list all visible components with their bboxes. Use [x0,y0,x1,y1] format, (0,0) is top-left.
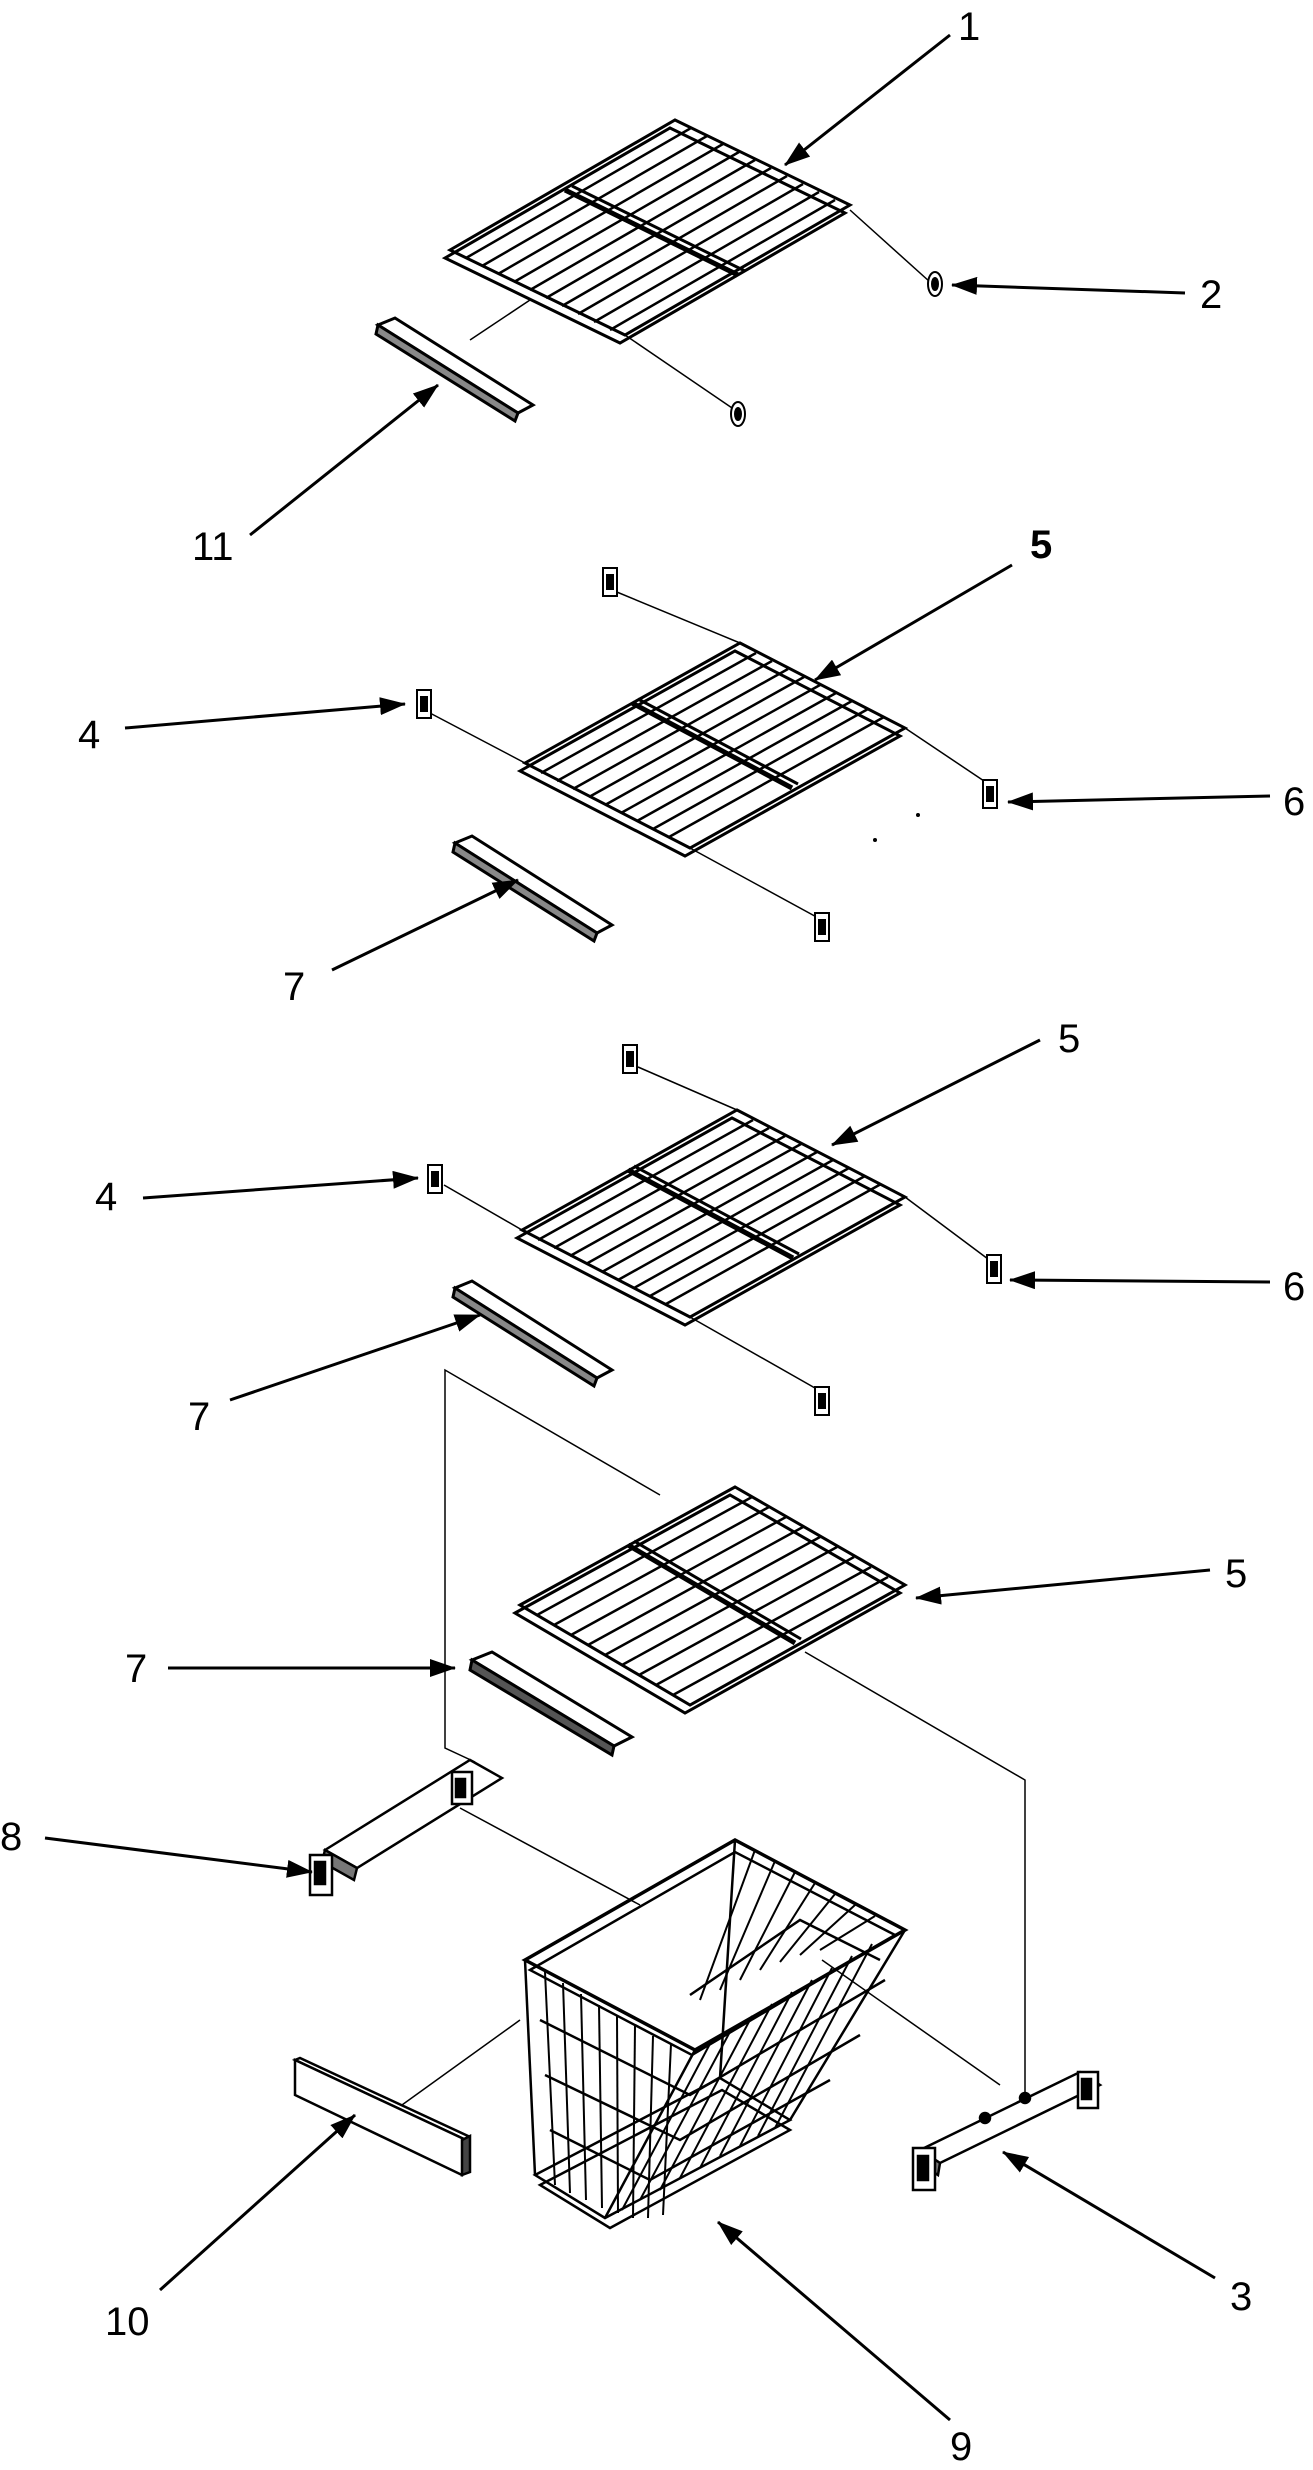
callout-9: 9 [950,2425,972,2469]
callout-10: 10 [105,2300,150,2344]
callout-6-upper: 6 [1283,780,1305,824]
arrow-2 [951,276,1186,295]
shelf-trim-7-lower [468,1650,636,1758]
assembly-outline [369,1368,1026,2129]
arrow-11 [249,383,439,537]
basket-slide-8 [308,1758,505,1897]
arrow-5c [915,1568,1211,1605]
arrow-9 [717,2220,951,2422]
shelf-5-middle-guide-lines [443,1066,993,1393]
arrow-3 [1002,2150,1216,2280]
shelf-support-4-6-middle [427,1044,1002,1416]
arrow-5a [814,563,1013,682]
shelf-5-upper [516,641,909,858]
arrow-7a [331,878,519,972]
callout-3: 3 [1230,2275,1252,2319]
arrow-6b [1009,1271,1271,1290]
callout-1: 1 [958,5,980,49]
stray-dots [873,813,920,842]
shelf-trim-7-upper [451,834,615,944]
shelf-5-lower [511,1485,909,1715]
callout-8: 8 [0,1815,22,1859]
callout-11: 11 [192,525,234,569]
shelf-5-middle [513,1108,909,1327]
callout-4-middle: 4 [95,1175,117,1219]
callout-5-middle: 5 [1058,1017,1080,1061]
arrow-7b [229,1313,481,1402]
arrow-4b [142,1170,419,1200]
basket-slide-3 [911,2070,1103,2192]
callout-arrows [44,33,1271,2422]
arrow-10 [158,2113,357,2292]
shelf-clip-2 [730,271,943,427]
callout-5-lower: 5 [1225,1552,1247,1596]
callout-5-upper: 5 [1030,523,1052,567]
shelf-5-upper-guide-lines [427,589,991,921]
shelf-1 [441,118,854,345]
arrow-1 [784,33,951,167]
callout-7-lower: 7 [125,1647,147,1691]
callout-labels: 1 2 11 5 4 6 7 5 4 6 7 5 7 8 3 10 9 [0,5,1305,2469]
callout-4-upper: 4 [78,713,100,757]
callout-7-upper: 7 [283,965,305,1009]
arrow-6a [1007,792,1271,811]
arrow-4a [124,697,406,730]
shelf-trim-7-middle [451,1279,615,1389]
callout-2: 2 [1200,273,1222,317]
basket-9 [521,1838,909,2230]
shelf-support-4-6-upper [416,567,998,942]
callout-7-middle: 7 [188,1395,210,1439]
basket-trim-10 [291,2056,472,2177]
shelf-1-guide-lines [444,209,931,411]
arrow-8 [44,1836,313,1878]
shelf-trim-11 [374,316,536,424]
callout-6-middle: 6 [1283,1265,1305,1309]
arrow-5b [831,1038,1041,1147]
